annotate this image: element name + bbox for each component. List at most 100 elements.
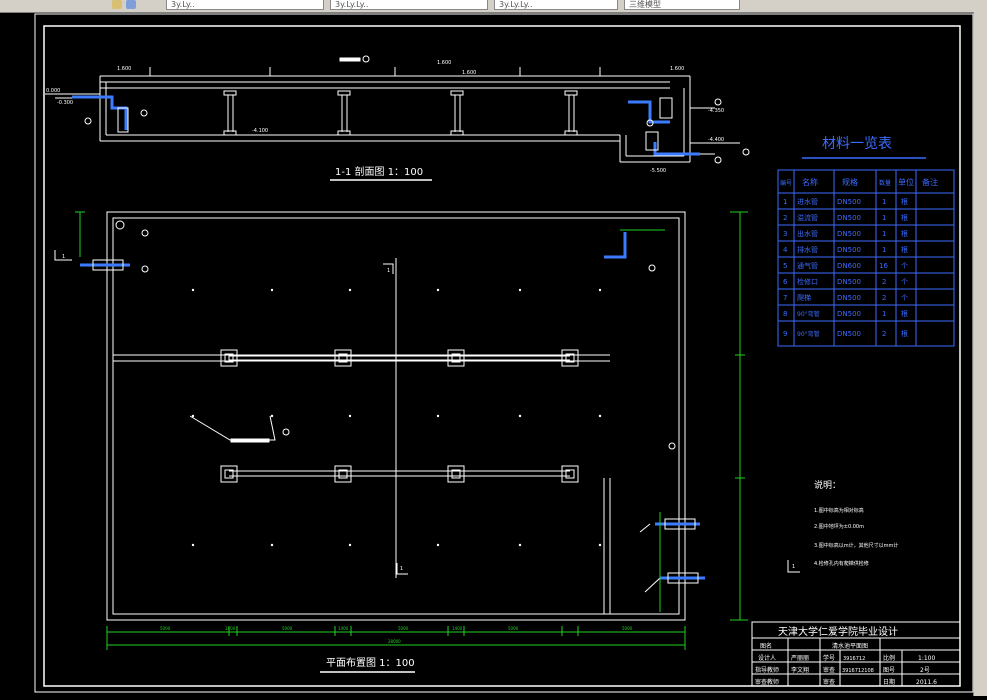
title-field-label: 日期 bbox=[883, 678, 895, 686]
table-cell: 出水管 bbox=[797, 229, 818, 238]
elevation-label: 0.000 bbox=[46, 88, 60, 94]
cad-canvas[interactable]: 1.600 1.600 1.600 1.600 0.000 -0.300 -4.… bbox=[0, 12, 974, 696]
title-field-label: 审查 bbox=[823, 666, 835, 674]
title-field-label: 设计人 bbox=[758, 654, 776, 662]
table-cell: 进水管 bbox=[797, 197, 818, 206]
table-cell: 检修口 bbox=[797, 277, 818, 286]
section-elevation-labels: 1.600 1.600 1.600 1.600 0.000 -0.300 -4.… bbox=[46, 60, 724, 174]
dimension-label-total: 28000 bbox=[388, 639, 401, 644]
toolbar-icons bbox=[112, 0, 162, 12]
title-field-value: 3916712 bbox=[843, 656, 865, 662]
table-cell: DN500 bbox=[837, 198, 861, 206]
table-cell: 个 bbox=[901, 294, 908, 302]
plan-pipes bbox=[80, 232, 705, 584]
table-cell: 5 bbox=[783, 262, 787, 270]
elevation-label: -4.100 bbox=[252, 128, 268, 134]
plan-annotations bbox=[115, 220, 676, 593]
table-cell: 2 bbox=[882, 330, 886, 338]
vertical-scrollbar[interactable] bbox=[973, 12, 987, 696]
toolbar-tool-icon[interactable] bbox=[112, 0, 122, 9]
note-item: 2.图中地坪为±0.00m bbox=[814, 523, 864, 530]
toolbar-tab-4[interactable]: 三维模型 bbox=[624, 0, 740, 10]
plan-vent-points bbox=[191, 288, 602, 547]
notes-list: 1.图中标高为相对标高 2.图中地坪为±0.00m 3.图中标高以m计，其他尺寸… bbox=[814, 507, 898, 567]
section-mark-label: 1 bbox=[62, 254, 65, 260]
table-cell: DN500 bbox=[837, 310, 861, 318]
notes-title: 说明： bbox=[814, 479, 841, 491]
toolbar-cube-icon[interactable] bbox=[126, 0, 136, 9]
toolbar-tab-3[interactable]: 3y.Ly.Ly.. bbox=[494, 0, 618, 10]
note-item: 3.图中标高以m计，其他尺寸以mm计 bbox=[814, 542, 898, 549]
table-cell: 3 bbox=[783, 230, 787, 238]
section-callouts bbox=[84, 55, 750, 164]
title-field-label: 学号 bbox=[823, 654, 835, 662]
title-field-value: 1:100 bbox=[918, 655, 935, 662]
sheet-inner-frame bbox=[43, 25, 961, 687]
table-cell: 1 bbox=[882, 198, 886, 206]
title-field-value: 2011.6 bbox=[916, 679, 937, 686]
title-field-value: 3916712108 bbox=[842, 668, 874, 674]
plan-title: 平面布置图 1：100 bbox=[326, 657, 415, 669]
table-cell: DN500 bbox=[837, 214, 861, 222]
dimension-label: 1400 bbox=[452, 626, 463, 631]
table-cell: DN500 bbox=[837, 246, 861, 254]
section-pipes bbox=[72, 95, 700, 156]
title-block-school: 天津大学仁爱学院毕业设计 bbox=[778, 625, 898, 638]
section-view bbox=[45, 75, 740, 163]
elevation-label: 1.600 bbox=[670, 66, 684, 72]
elevation-label: 1.600 bbox=[437, 60, 451, 66]
materials-header: 规格 bbox=[842, 177, 858, 187]
plan-dimensions bbox=[75, 211, 748, 650]
sheet-outer-frame bbox=[34, 13, 974, 693]
table-cell: 根 bbox=[901, 245, 908, 254]
materials-header: 单位 bbox=[898, 177, 914, 187]
dimension-label: 5000 bbox=[622, 626, 633, 631]
table-cell: 通气管 bbox=[797, 261, 818, 270]
table-cell: 8 bbox=[783, 310, 787, 318]
elevation-label: -4.350 bbox=[708, 108, 724, 114]
table-cell: 根 bbox=[901, 229, 908, 238]
table-cell: 1 bbox=[882, 214, 886, 222]
table-cell: 2 bbox=[882, 294, 886, 302]
toolbar-tab-1[interactable]: 3y.Ly.. bbox=[166, 0, 324, 10]
note-item: 1.图中标高为相对标高 bbox=[814, 507, 864, 514]
table-cell: DN500 bbox=[837, 278, 861, 286]
title-field-label: 审查教师 bbox=[755, 678, 779, 686]
elevation-label: -5.500 bbox=[650, 168, 666, 174]
table-cell: DN500 bbox=[837, 230, 861, 238]
table-cell: 2 bbox=[783, 214, 787, 222]
table-cell: 4 bbox=[783, 246, 788, 254]
title-block-drawing-name: 清水池平面图 bbox=[832, 642, 868, 650]
table-cell: 个 bbox=[901, 262, 908, 270]
table-cell: 1 bbox=[882, 246, 886, 254]
materials-header: 名称 bbox=[802, 177, 818, 187]
table-cell: 90°弯管 bbox=[797, 310, 820, 318]
table-cell: 根 bbox=[901, 213, 908, 222]
materials-table-rows: 1 进水管 DN500 1 根 2 溢流管 DN500 1 根 3 出水管 DN… bbox=[783, 197, 908, 338]
toolbar-tab-2[interactable]: 3y.Ly.Ly.. bbox=[330, 0, 488, 10]
title-field-value: 李文翔 bbox=[791, 666, 809, 674]
dimension-label: 5000 bbox=[282, 626, 293, 631]
title-field-label: 图名 bbox=[760, 642, 772, 650]
plan-section-marks bbox=[54, 250, 800, 575]
section-columns bbox=[149, 67, 601, 136]
elevation-label: -4.400 bbox=[708, 137, 724, 143]
dimension-label: 5000 bbox=[508, 626, 519, 631]
plan-view bbox=[106, 211, 686, 621]
elevation-label: -0.300 bbox=[57, 100, 73, 106]
cad-drawing-area[interactable]: 1.600 1.600 1.600 1.600 0.000 -0.300 -4.… bbox=[0, 12, 974, 696]
table-cell: DN600 bbox=[837, 262, 861, 270]
title-field-value: 2号 bbox=[920, 667, 930, 674]
materials-header: 编号 bbox=[780, 179, 792, 187]
title-field-label: 审查 bbox=[823, 678, 835, 686]
title-field-label: 指导教师 bbox=[755, 666, 779, 674]
section-mark-label: 1 bbox=[400, 566, 403, 572]
table-cell: 7 bbox=[783, 294, 787, 302]
table-cell: 排水管 bbox=[797, 245, 818, 254]
table-cell: 9 bbox=[783, 330, 787, 338]
title-block-grid bbox=[751, 621, 961, 687]
table-cell: 16 bbox=[879, 262, 888, 270]
section-mark-label: 1 bbox=[792, 564, 795, 570]
table-cell: 2 bbox=[882, 278, 886, 286]
materials-table-headers: 编号 名称 规格 数量 单位 备注 bbox=[780, 177, 938, 187]
